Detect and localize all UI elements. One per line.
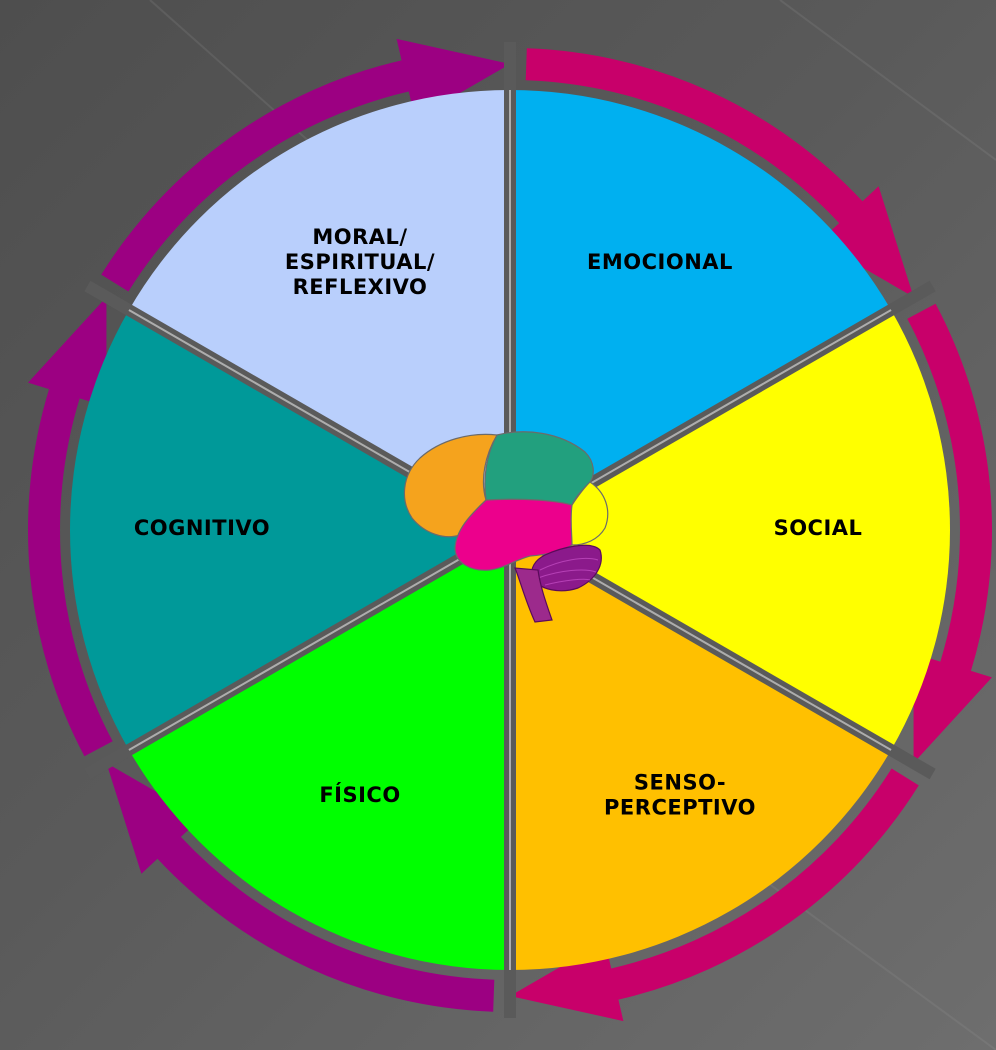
segment-social [510,310,950,750]
segment-label-emocional: EMOCIONAL [587,250,733,274]
segment-divider-highlight [128,529,511,751]
segment-senso-perceptivo [510,530,892,970]
segment-emocional [510,90,892,530]
brain-icon [403,431,609,623]
segment-label-line: SENSO- [634,771,726,795]
cycle-arrows [28,38,992,1022]
brain-frontal-lobe [403,433,498,538]
cycle-arrow [525,48,914,297]
segment-moral-espiritual-reflexivo [128,90,510,530]
segment-label-senso-perceptivo: SENSO-PERCEPTIVO [604,771,756,820]
brain-stem [514,567,553,623]
segment-label-line: PERCEPTIVO [604,796,756,820]
segment-label-line: MORAL/ [312,225,407,249]
segment-label-line: FÍSICO [319,782,400,807]
brain-temporal-lobe [454,498,573,571]
brain-parietal-lobe [484,431,594,506]
wheel-segments [69,90,950,970]
cycle-arrow [907,303,992,763]
cycle-arrow [510,768,919,1022]
cycle-arrow [28,297,113,757]
segment-label-cognitivo: COGNITIVO [134,516,270,540]
segment-label-social: SOCIAL [774,516,863,540]
segment-cognitivo [69,310,510,750]
segment-label-line: COGNITIVO [134,516,270,540]
cycle-arrow [106,763,495,1012]
segment-label-moral-espiritual-reflexivo: MORAL/ESPIRITUAL/REFLEXIVO [285,225,435,299]
segment-label-fisico: FÍSICO [319,782,400,807]
segment-label-line: REFLEXIVO [293,275,428,299]
segment-label-line: EMOCIONAL [587,250,733,274]
cycle-arrow [101,38,510,292]
segment-label-line: SOCIAL [774,516,863,540]
segment-labels: EMOCIONAL SOCIAL SENSO-PERCEPTIVO FÍSICO COG… [134,225,863,820]
segment-label-line: ESPIRITUAL/ [285,250,435,274]
segment-fisico [128,530,510,970]
